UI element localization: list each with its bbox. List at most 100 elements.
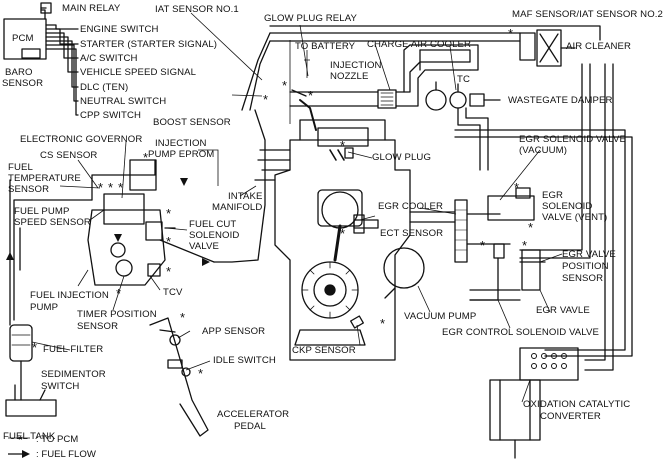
label-air-cleaner: AIR CLEANER	[566, 41, 632, 52]
svg-text:*: *	[98, 180, 103, 195]
label-fuel-temp-1: FUEL	[8, 162, 33, 173]
egr-cooler	[454, 199, 468, 263]
label-main-relay: MAIN RELAY	[62, 3, 121, 14]
label-dlc: DLC (TEN)	[80, 82, 129, 93]
label-electronic-governor: ELECTRONIC GOVERNOR	[20, 134, 143, 145]
legend-symbols: *	[8, 433, 30, 458]
intake-duct-top	[269, 32, 521, 42]
charge-air-cooler	[377, 89, 397, 109]
svg-text:*: *	[166, 264, 171, 279]
label-egr-vent-1: EGR	[542, 190, 564, 201]
piston	[321, 191, 359, 229]
label-egr-control: EGR CONTROL SOLENOID VALVE	[442, 327, 600, 338]
svg-text:*: *	[166, 234, 171, 249]
legend-to-pcm: : TO PCM	[36, 434, 79, 445]
svg-text:*: *	[528, 220, 533, 235]
label-intake-manifold-1: INTAKE	[228, 191, 263, 202]
egr-solenoid-valve-vent	[487, 195, 535, 221]
svg-text:*: *	[108, 180, 113, 195]
label-cs-sensor: CS SENSOR	[40, 150, 98, 161]
engine-block	[274, 139, 411, 361]
label-intake-manifold-2: MANIFOLD	[212, 202, 263, 213]
label-fuel-pump-speed-2: SPEED SENSOR	[14, 217, 91, 228]
label-charge-air-cooler: CHARGE AIR COOLER	[367, 39, 472, 50]
svg-text:*: *	[380, 316, 385, 331]
fuel-filter	[9, 324, 33, 362]
turbocharger	[425, 89, 447, 111]
label-glow-plug-relay: GLOW PLUG RELAY	[264, 13, 358, 24]
label-ckp-sensor: CKP SENSOR	[292, 345, 356, 356]
diagram-drawing: * * * * * * * * * * * * * * * * * * * * …	[3, 2, 633, 459]
fuel-cut-solenoid	[145, 221, 163, 241]
label-glow-plug: GLOW PLUG	[372, 152, 432, 163]
label-egr-vent-2: SOLENOID	[542, 201, 593, 212]
svg-text:*: *	[508, 26, 513, 41]
label-ect-sensor: ECT SENSOR	[380, 228, 444, 239]
label-vacuum-pump: VACUUM PUMP	[404, 311, 477, 322]
label-fuel-pump-speed-1: FUEL PUMP	[14, 206, 70, 217]
egr-valve	[521, 249, 541, 291]
svg-text:*: *	[180, 310, 185, 325]
label-idle-switch: IDLE SWITCH	[213, 355, 276, 366]
label-accelerator-2: PEDAL	[234, 421, 266, 432]
label-egr-vacuum-1: EGR SOLENOID VALVE	[519, 134, 627, 145]
label-egr-vent-3: VALVE (VENT)	[542, 212, 608, 223]
label-baro-sensor-1: BARO	[5, 67, 33, 78]
label-egr-valve-pos-2: POSITION	[562, 261, 609, 272]
fuel-injection-pump	[87, 209, 166, 286]
label-timer-position-1: TIMER POSITION	[77, 309, 157, 320]
label-injection-nozzle-2: NOZZLE	[330, 71, 369, 82]
label-to-battery: TO BATTERY	[295, 41, 356, 52]
wastegate-damper-icon	[469, 93, 485, 107]
label-oxidation-1: OXIDATION CATALYTIC	[523, 399, 631, 410]
exhaust-pipe	[489, 379, 541, 441]
label-app-sensor: APP SENSOR	[202, 326, 266, 337]
label-fuel-cut-3: VALVE	[189, 241, 220, 252]
svg-text:*: *	[522, 238, 527, 253]
label-egr-vavle: EGR VAVLE	[536, 305, 590, 316]
label-cpp-switch: CPP SWITCH	[80, 110, 142, 121]
label-pcm: PCM	[12, 33, 34, 44]
label-injection-nozzle-1: INJECTION	[330, 60, 382, 71]
svg-text:*: *	[282, 78, 287, 93]
label-fuel-injection-pump-2: PUMP	[30, 302, 59, 313]
label-ac-switch: A/C SWITCH	[80, 53, 138, 64]
fuel-tank	[5, 399, 57, 417]
vacuum-pump	[383, 247, 425, 289]
label-iat-sensor-1: IAT SENSOR NO.1	[155, 4, 239, 15]
svg-text:*: *	[198, 366, 203, 381]
label-timer-position-2: SENSOR	[77, 321, 119, 332]
label-egr-valve-pos-3: SENSOR	[562, 273, 604, 284]
svg-text:*: *	[18, 433, 23, 447]
label-maf-sensor: MAF SENSOR/IAT SENSOR NO.2	[512, 9, 663, 20]
svg-text:*: *	[480, 238, 485, 253]
label-engine-switch: ENGINE SWITCH	[80, 24, 159, 35]
svg-text:*: *	[340, 138, 345, 153]
svg-text:*: *	[263, 92, 268, 107]
label-accelerator-1: ACCELERATOR	[217, 409, 290, 420]
label-egr-valve-pos-1: EGR VALVE	[562, 249, 616, 260]
svg-text:*: *	[308, 88, 313, 103]
label-vehicle-speed: VEHICLE SPEED SIGNAL	[80, 67, 197, 78]
label-tcv: TCV	[163, 287, 183, 298]
label-neutral-switch: NEUTRAL SWITCH	[80, 96, 167, 107]
label-boost-sensor: BOOST SENSOR	[153, 117, 231, 128]
svg-text:*: *	[143, 150, 148, 165]
label-injection-pump-eprom-2: PUMP EPROM	[148, 149, 215, 160]
label-starter: STARTER (STARTER SIGNAL)	[80, 39, 218, 50]
accelerator-pedal	[149, 317, 209, 437]
label-egr-vacuum-2: (VACUUM)	[519, 145, 568, 156]
oxidation-converter	[519, 347, 579, 381]
label-fuel-tank: FUEL TANK	[3, 431, 56, 442]
svg-text:*: *	[166, 206, 171, 221]
label-fuel-injection-pump-1: FUEL INJECTION	[30, 290, 109, 301]
label-egr-cooler: EGR COOLER	[378, 201, 443, 212]
label-fuel-filter: FUEL FILTER	[43, 344, 104, 355]
svg-text:*: *	[514, 180, 519, 195]
legend-fuel-flow: : FUEL FLOW	[36, 449, 96, 460]
baro-sensor-box	[21, 48, 41, 59]
label-fuel-cut-1: FUEL CUT	[189, 219, 237, 230]
maf-sensor-body	[519, 32, 536, 61]
label-wastegate-damper: WASTEGATE DAMPER	[508, 95, 613, 106]
